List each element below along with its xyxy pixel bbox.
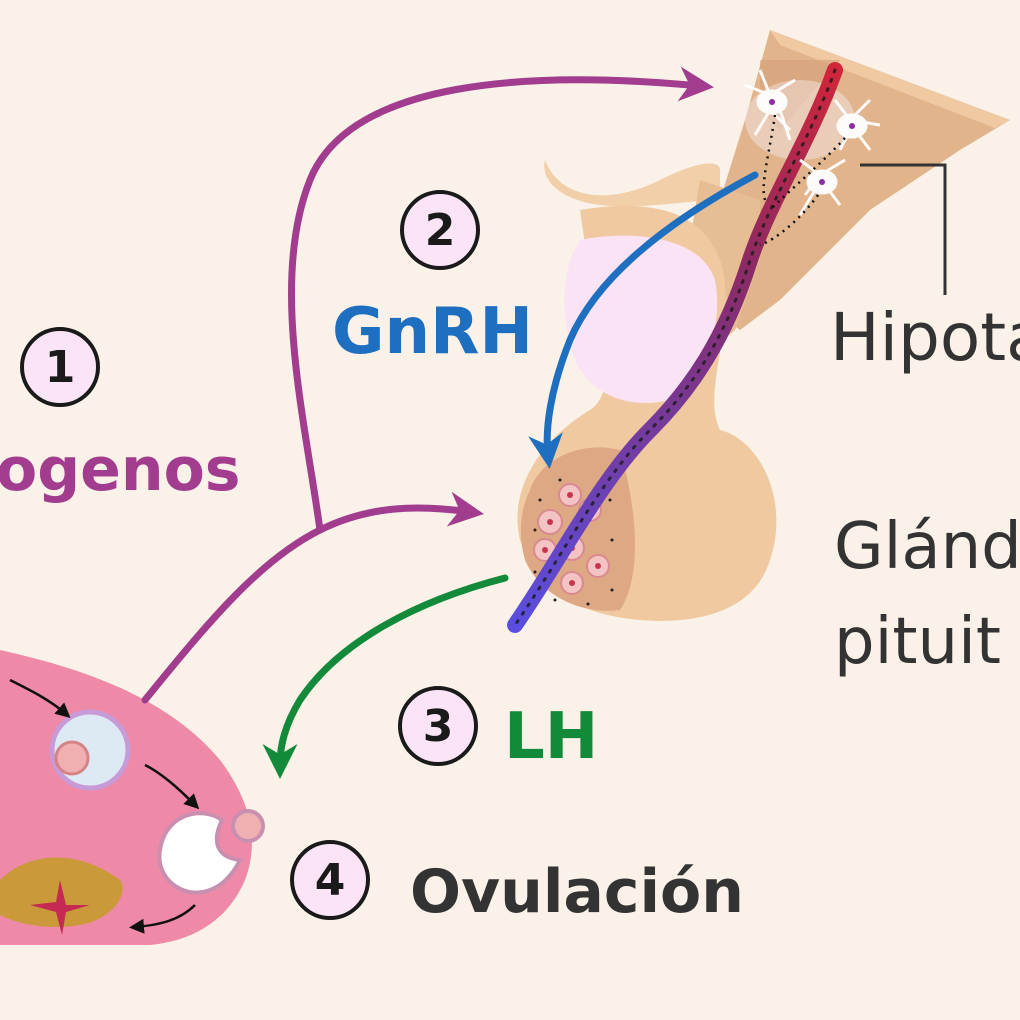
gnrh-arrow <box>528 171 759 469</box>
step-2-number: 2 <box>424 204 456 256</box>
step-1-number: 1 <box>44 341 76 393</box>
neuron-cells <box>744 69 881 216</box>
pituitary-label-line1: Glánd <box>834 510 1020 584</box>
lh-label: LH <box>504 700 599 774</box>
hypothalamus-leader-line <box>860 163 947 295</box>
estrogen-label: ogenos <box>0 435 241 505</box>
pituitary-label-line2: pituit <box>834 605 1001 679</box>
step-1-badge: 1 <box>20 327 100 407</box>
lh-arrow <box>262 574 509 779</box>
step-2-badge: 2 <box>400 190 480 270</box>
estrogen-feedback-arrows <box>141 66 714 704</box>
ovary <box>0 650 265 945</box>
step-4-number: 4 <box>314 854 346 906</box>
ovulation-label: Ovulación <box>410 857 744 927</box>
gnrh-label: GnRH <box>332 295 533 369</box>
step-3-number: 3 <box>422 700 454 752</box>
step-3-badge: 3 <box>398 686 478 766</box>
hypothalamus-label: Hipota <box>830 299 1020 376</box>
step-4-badge: 4 <box>290 840 370 920</box>
